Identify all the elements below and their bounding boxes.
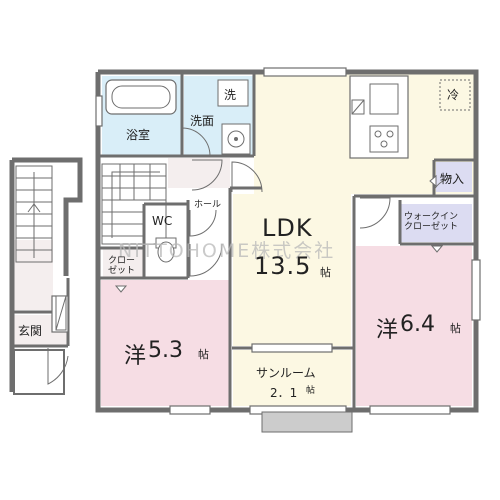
walkin-closet-label-2: クローゼット xyxy=(404,222,459,232)
entrance-label: 玄関 xyxy=(18,324,43,338)
western-left-floor xyxy=(101,280,230,406)
sunroom-name-label: サンルーム xyxy=(256,366,316,380)
washer-box xyxy=(217,79,249,107)
fridge-label: 冷 xyxy=(447,88,460,102)
entrance-corridor xyxy=(13,240,53,310)
fridge-space xyxy=(439,79,471,111)
western-right-size-label: 6.4 xyxy=(400,312,435,337)
sunroom-floor xyxy=(233,350,351,406)
storage-label: 物入 xyxy=(440,172,465,186)
western-right-floor xyxy=(356,246,472,406)
bathroom-label: 浴室 xyxy=(126,128,151,142)
walkin-closet-label-1: ウォークイン xyxy=(404,212,459,222)
western-right-name-label: 洋 xyxy=(376,318,399,343)
ldk-name-label: LDK xyxy=(262,214,313,242)
western-right-unit-label: 帖 xyxy=(450,322,461,335)
ldk-size-label: 13.5 xyxy=(254,252,312,280)
toilet-fixture xyxy=(155,237,177,263)
western-left-unit-label: 帖 xyxy=(198,348,209,361)
storage-floor xyxy=(436,162,472,192)
hall-label: ホール xyxy=(194,200,222,210)
bathtub xyxy=(105,79,177,115)
western-left-name-label: 洋 xyxy=(124,344,147,369)
walkin-closet-floor xyxy=(400,204,472,242)
western-left-size-label: 5.3 xyxy=(148,338,183,363)
ldk-floor-lower xyxy=(233,194,351,346)
washer-label: 洗 xyxy=(224,88,237,102)
sunroom-unit-label: 帖 xyxy=(306,386,316,396)
washroom-label: 洗面 xyxy=(190,114,215,128)
hall-floor xyxy=(168,158,230,188)
toilet-label: WC xyxy=(152,214,173,228)
balcony xyxy=(261,411,353,433)
washbasin xyxy=(221,123,251,155)
kitchen-counter xyxy=(349,75,409,159)
closet-label-2: ゼット xyxy=(108,266,136,276)
sunroom-size-label: 2．1 xyxy=(270,386,298,400)
closet-floor xyxy=(103,248,145,278)
watermark-text: NITTOHOME株式会社 xyxy=(118,240,336,262)
ldk-unit-label: 帖 xyxy=(320,266,331,279)
closet-label-1: クロー xyxy=(108,256,136,266)
